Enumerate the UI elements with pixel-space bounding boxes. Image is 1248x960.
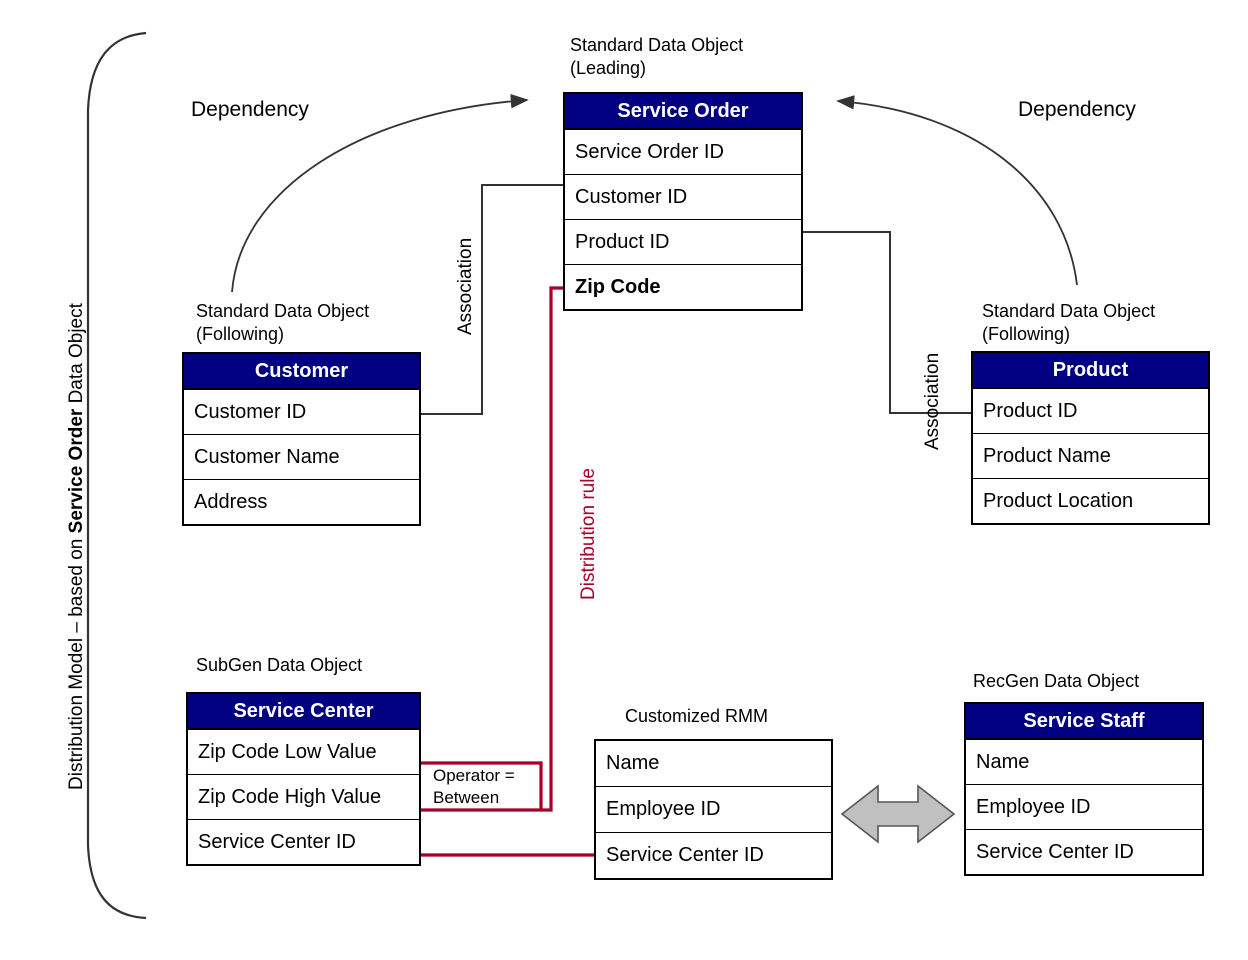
entity-product[interactable]: Product Product ID Product Name Product …	[971, 351, 1210, 525]
entity-row[interactable]: Zip Code High Value	[188, 775, 419, 820]
distribution-rule-label: Distribution rule	[578, 468, 599, 600]
entity-service-staff[interactable]: Service Staff Name Employee ID Service C…	[964, 702, 1204, 876]
dependency-arrow-left	[231, 93, 529, 293]
caption-product: Standard Data Object (Following)	[982, 301, 1156, 344]
entity-row[interactable]: Product Location	[983, 490, 1134, 512]
side-title-post: Data Object	[66, 303, 87, 409]
entity-row[interactable]: Name	[966, 740, 1202, 785]
entity-service-center[interactable]: Service Center Zip Code Low Value Zip Co…	[186, 692, 421, 866]
entity-row[interactable]: Customer ID	[565, 175, 801, 220]
side-title-bold: Service Order	[66, 408, 87, 534]
caption-service-center: SubGen Data Object	[196, 655, 363, 675]
bidirectional-arrow-icon	[840, 784, 956, 844]
entity-row[interactable]: Zip Code	[575, 276, 661, 298]
entity-row[interactable]: Name	[596, 741, 831, 787]
entity-row[interactable]: Service Order ID	[565, 130, 801, 175]
entity-row[interactable]: Employee ID	[596, 787, 831, 833]
entity-row[interactable]: Address	[194, 491, 268, 513]
entity-title-customer: Customer	[184, 354, 419, 390]
dependency-arrow-right	[836, 95, 1078, 286]
entity-row[interactable]: Product ID	[565, 220, 801, 265]
caption-customer: Standard Data Object (Following)	[196, 301, 370, 344]
association-line-right	[803, 231, 971, 414]
dependency-label-left: Dependency	[191, 98, 309, 121]
caption-customized-rmm: Customized RMM	[625, 706, 769, 726]
side-title-pre: Distribution Model – based on	[66, 533, 87, 790]
entity-title-product: Product	[973, 353, 1208, 389]
association-line-left	[421, 184, 563, 415]
diagram-side-title: Distribution Model – based on Service Or…	[66, 303, 88, 790]
entity-row[interactable]: Service Center ID	[976, 841, 1134, 863]
entity-title-service-order: Service Order	[565, 94, 801, 130]
caption-service-staff: RecGen Data Object	[973, 671, 1140, 691]
entity-title-service-center: Service Center	[188, 694, 419, 730]
scope-bracket	[86, 31, 147, 920]
distribution-rule-line	[421, 286, 563, 812]
entity-row[interactable]: Customer Name	[184, 435, 419, 480]
caption-service-order: Standard Data Object (Leading)	[570, 35, 744, 78]
entity-customer[interactable]: Customer Customer ID Customer Name Addre…	[182, 352, 421, 526]
dependency-label-right: Dependency	[1018, 98, 1136, 121]
entity-row[interactable]: Product Name	[973, 434, 1208, 479]
entity-row[interactable]: Employee ID	[966, 785, 1202, 830]
entity-row[interactable]: Zip Code Low Value	[188, 730, 419, 775]
operator-label: Operator = Between	[433, 766, 515, 807]
entity-customized-rmm[interactable]: Name Employee ID Service Center ID	[594, 739, 833, 880]
entity-service-order[interactable]: Service Order Service Order ID Customer …	[563, 92, 803, 311]
entity-row[interactable]: Service Center ID	[606, 844, 764, 866]
association-label-right: Association	[922, 352, 943, 450]
entity-title-service-staff: Service Staff	[966, 704, 1202, 740]
entity-row[interactable]: Service Center ID	[198, 831, 356, 853]
association-label-left: Association	[455, 237, 476, 335]
entity-row[interactable]: Product ID	[973, 389, 1208, 434]
entity-row[interactable]: Customer ID	[184, 390, 419, 435]
